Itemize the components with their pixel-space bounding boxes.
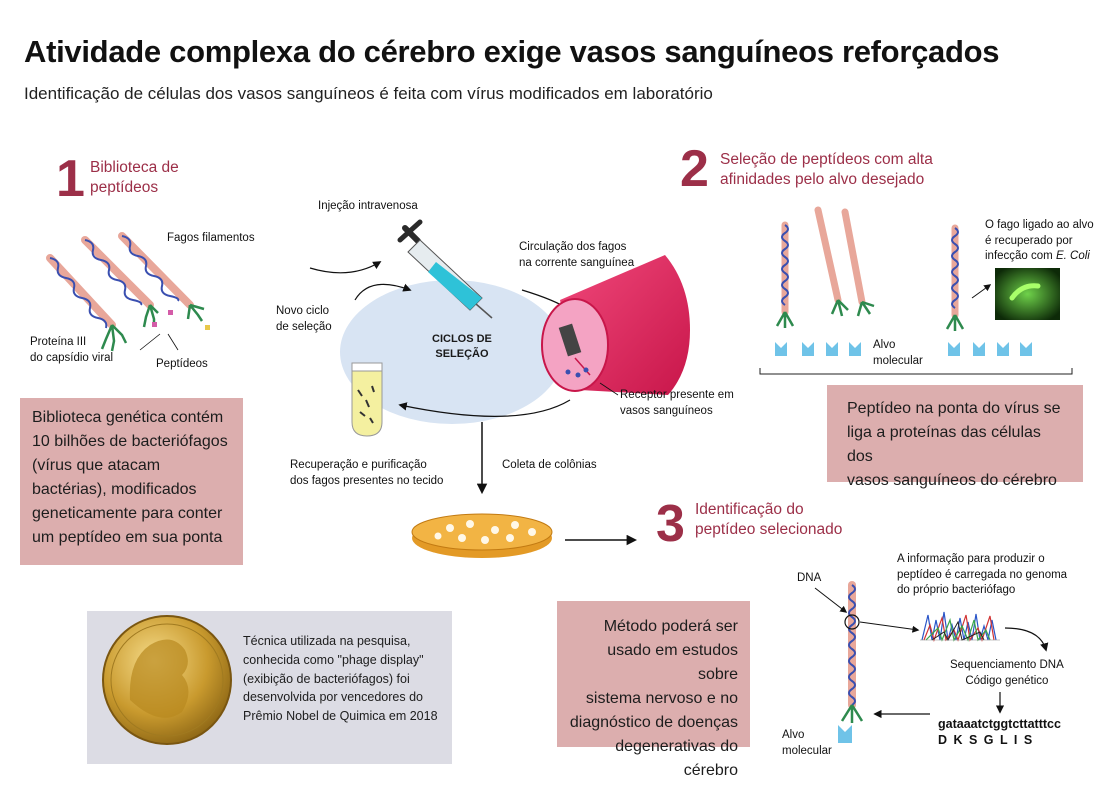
nobel-line: Técnica utilizada na pesquisa, bbox=[243, 634, 411, 648]
amino-acid-sequence: D K S G L I S bbox=[938, 733, 1033, 747]
step1-box-line: (vírus que atacam bbox=[32, 457, 161, 474]
ecoli-micrograph bbox=[995, 268, 1060, 320]
label-colonies: Coleta de colônias bbox=[502, 459, 597, 471]
label-target-step3-line2: molecular bbox=[782, 744, 832, 757]
step3-title-line1: Identificação do bbox=[695, 501, 804, 518]
label-target-step3-line1: Alvo bbox=[782, 729, 805, 741]
syringe-icon bbox=[397, 219, 493, 319]
step1-box-line: bactérias), modificados bbox=[32, 481, 197, 498]
step1-box-line: Biblioteca genética contém bbox=[32, 409, 224, 426]
step3-title: Identificação do peptídeo selecionado bbox=[695, 500, 842, 540]
label-receptor-line2: vasos sanguíneos bbox=[620, 404, 713, 417]
label-new-cycle-line1: Novo ciclo bbox=[276, 305, 330, 317]
label-circulation-line1: Circulação dos fagos bbox=[519, 241, 627, 253]
phage-3 bbox=[118, 232, 210, 330]
cycle-center-line1: CICLOS DE bbox=[432, 333, 492, 345]
label-target-step2-line2: molecular bbox=[873, 354, 923, 367]
selection-cycle-ellipse bbox=[340, 280, 564, 424]
step2-title-line2: afinidades pelo alvo desejado bbox=[720, 171, 925, 189]
nobel-line: Prêmio Nobel de Quimica em 2018 bbox=[243, 709, 438, 723]
label-new-cycle-line2: de seleção bbox=[276, 320, 332, 333]
nobel-line: desenvolvida por vencedores do bbox=[243, 690, 423, 705]
label-recovery-line2: dos fagos presentes no tecido bbox=[290, 474, 444, 487]
label-new-cycle: Novo ciclo de seleção bbox=[276, 304, 332, 335]
label-protein: Proteína III do capsídio viral bbox=[30, 335, 113, 366]
step2-number: 2 bbox=[680, 140, 709, 198]
genome-info-line: peptídeo é carregada no genoma bbox=[897, 568, 1068, 581]
dna-sequence: gataaatctggtcttatttcc bbox=[938, 717, 1061, 731]
label-receptor-line1: Receptor presente em bbox=[620, 389, 734, 401]
label-recovery-line1: Recuperação e purificação bbox=[290, 459, 427, 471]
step3-box-line: Método poderá ser bbox=[603, 618, 738, 635]
phage-1 bbox=[46, 254, 128, 352]
label-recovered-line2: é recuperado por bbox=[985, 234, 1073, 247]
step2-box-line: vasos sanguíneos do cérebro bbox=[847, 472, 1057, 489]
step1-number: 1 bbox=[56, 150, 85, 208]
step1-title: Biblioteca de peptídeos bbox=[90, 158, 179, 198]
chromatogram bbox=[920, 611, 1000, 642]
step1-box-line: 10 bilhões de bacteriófagos bbox=[32, 433, 228, 450]
label-ecoli: E. Coli bbox=[1055, 250, 1090, 263]
blood-vessel-icon bbox=[541, 255, 690, 396]
genome-info-line: do próprio bacteriófago bbox=[897, 584, 1016, 597]
label-dna: DNA bbox=[797, 572, 822, 584]
nobel-medal-icon bbox=[102, 615, 232, 745]
label-recovered: O fago ligado ao alvo é recuperado por i… bbox=[985, 218, 1094, 265]
label-circulation-line2: na corrente sanguínea bbox=[519, 256, 635, 269]
label-recovery: Recuperação e purificação dos fagos pres… bbox=[290, 458, 443, 489]
step3-box-line: diagnóstico de doenças bbox=[569, 714, 738, 731]
step1-box-line: geneticamente para conter bbox=[32, 505, 223, 522]
label-recovered-line1: O fago ligado ao alvo bbox=[985, 219, 1094, 231]
nobel-line: conhecida como "phage display" bbox=[243, 652, 424, 667]
label-target-step2: Alvo molecular bbox=[873, 338, 923, 369]
cycle-center-label: CICLOS DE SELEÇÃO bbox=[432, 332, 492, 362]
label-sequencing: Sequenciamento DNA Código genético bbox=[950, 658, 1064, 689]
nobel-line: (exibição de bacteriófagos) foi bbox=[243, 671, 410, 686]
label-recovered-prefix: infecção com bbox=[985, 250, 1056, 263]
label-protein-line1: Proteína III bbox=[30, 336, 87, 348]
step3-box-line: usado em estudos sobre bbox=[607, 642, 738, 683]
step2-box-line: Peptídeo na ponta do vírus se bbox=[847, 400, 1061, 417]
label-receptor: Receptor presente em vasos sanguíneos bbox=[620, 388, 734, 419]
step3-number: 3 bbox=[656, 495, 685, 553]
label-target-step3: Alvo molecular bbox=[782, 728, 832, 759]
label-target-step2-line1: Alvo bbox=[873, 339, 896, 351]
phage-2 bbox=[81, 236, 159, 328]
step2-box-line: liga a proteínas das células dos bbox=[847, 424, 1041, 465]
label-recovered-line3: infecção com E. Coli bbox=[985, 249, 1094, 265]
step2-phages bbox=[775, 206, 965, 331]
step3-title-line2: peptídeo selecionado bbox=[695, 521, 843, 539]
genome-info-line: A informação para produzir o bbox=[897, 553, 1045, 565]
step1-title-line2: peptídeos bbox=[90, 179, 159, 197]
label-injection: Injeção intravenosa bbox=[318, 200, 418, 212]
label-phages: Fagos filamentos bbox=[167, 232, 255, 244]
step3-box-line: sistema nervoso e no bbox=[585, 690, 738, 707]
label-genome-info: A informação para produzir o peptídeo é … bbox=[897, 552, 1067, 599]
step3-box-line: degenerativas do cérebro bbox=[615, 738, 738, 779]
step3-info-box: Método poderá ser usado em estudos sobre… bbox=[557, 601, 750, 779]
test-tube-icon bbox=[351, 362, 383, 437]
step3-phage bbox=[838, 581, 864, 743]
step2-targets bbox=[775, 342, 1032, 356]
page-title: Atividade complexa do cérebro exige vaso… bbox=[24, 34, 1000, 69]
step1-info-box: Biblioteca genética contém 10 bilhões de… bbox=[20, 398, 243, 565]
cycle-center-line2: SELEÇÃO bbox=[435, 347, 489, 360]
page-subtitle: Identificação de células dos vasos sangu… bbox=[24, 84, 713, 103]
petri-dish-icon bbox=[411, 513, 553, 558]
label-sequencing-line1: Sequenciamento DNA bbox=[950, 659, 1064, 671]
label-protein-line2: do capsídio viral bbox=[30, 351, 114, 364]
step1-title-line1: Biblioteca de bbox=[90, 159, 179, 176]
nobel-text: Técnica utilizada na pesquisa, conhecida… bbox=[243, 632, 438, 726]
label-peptides: Peptídeos bbox=[156, 358, 208, 370]
label-circulation: Circulação dos fagos na corrente sanguín… bbox=[519, 240, 634, 271]
label-sequencing-line2: Código genético bbox=[965, 674, 1049, 687]
step2-title-line1: Seleção de peptídeos com alta bbox=[720, 151, 933, 168]
step1-box-line: um peptídeo em sua ponta bbox=[32, 529, 223, 546]
step2-info-box: Peptídeo na ponta do vírus se liga a pro… bbox=[827, 385, 1083, 489]
step2-title: Seleção de peptídeos com alta afinidades… bbox=[720, 150, 933, 190]
